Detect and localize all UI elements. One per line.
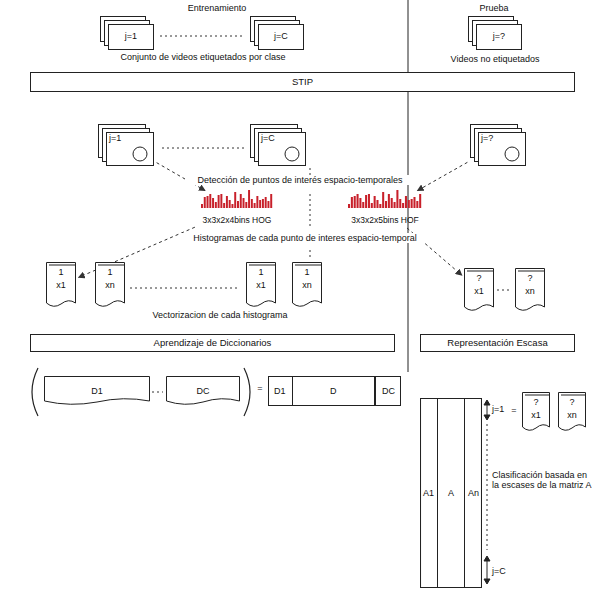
node-text: x1 [56,280,66,290]
node-text: DC [197,386,210,396]
text-label: Videos no etiquetados [435,54,555,64]
node-text: D1 [268,376,292,406]
video-node: j=? [468,16,522,50]
videoc-node: j=C [250,124,306,166]
dashed-connector [418,162,468,190]
node-text: xn [567,410,577,420]
node-text: Aprendizaje de Diccionarios [154,338,272,349]
node-text: j=C [261,133,275,143]
node-text: j=C [274,31,288,41]
histogram-caption: 3x3x2x4bins HOG [203,216,272,226]
node-text: 1 [58,267,63,277]
node-text: ? [476,273,481,283]
text-label: Vectorizacion de cada histograma [130,310,310,320]
band-node: Representación Escasa [420,334,575,352]
node-text: STIP [292,77,313,88]
doc-node: D1 [44,376,150,406]
hist-node: 3x3x2x5bins HOF [343,192,427,226]
matrix-node: A1AAn [420,398,482,588]
node-text: D [292,376,375,406]
node-text: 1 [107,267,112,277]
vec-node: ? xn [515,268,545,312]
videoc-shape [470,124,526,166]
node-text: x1 [256,280,266,290]
videoc-shape [98,124,154,166]
node-text: ? [533,397,538,407]
node-text: j=1 [109,133,121,143]
text-label: Entrenamiento [167,3,267,13]
node-text: DC [375,376,401,406]
text-label: Histogramas de cada punto de interes esp… [180,233,430,243]
band-node: STIP [30,72,575,92]
node-text: xn [302,280,312,290]
band-node: Aprendizaje de Diccionarios [30,334,395,352]
node-text: x1 [531,410,541,420]
vec-node: 1x1 [246,262,276,308]
node-text: x1 [474,286,484,296]
videoc-shape [250,124,306,166]
videoc-node: j=? [470,124,526,166]
video-node: j=1 [100,16,154,50]
doc-node: DC [166,376,240,406]
text-label: Clasificación basada en la escases de la… [492,470,592,491]
text-label: j=C [492,566,514,576]
vec-node: 1x1 [46,262,76,308]
node-text: ? [527,273,532,283]
text-label: Prueba [454,3,534,13]
videoc-node: j=1 [98,124,154,166]
node-text: An [464,398,482,588]
range-arrows [484,400,490,584]
vec-node: ? x1 [522,392,550,432]
parentheses [32,368,250,416]
text-label: = [508,405,520,415]
node-text: j=1 [125,31,137,41]
node-text: 1 [304,267,309,277]
node-text: xn [525,286,535,296]
text-label: = [254,383,266,393]
split-node: D1DDC [268,376,401,406]
text-label: Detección de puntos de interés espacio-t… [185,175,415,185]
node-text: A [438,398,464,588]
divider-line [408,0,409,372]
node-text: j=? [493,31,505,41]
vec-node: 1 xn [292,262,322,308]
hist-node: 3x3x2x4bins HOG [196,192,278,226]
node-text: D1 [91,386,103,396]
vec-node: ? xn [558,392,586,432]
node-text: Representación Escasa [447,338,547,349]
node-text: ? [569,397,574,407]
node-text: j=? [481,133,493,143]
vec-node: ? x1 [464,268,494,312]
vec-node: 1 xn [95,262,125,308]
video-node: j=C [250,16,304,50]
text-label: Conjunto de videos etiquetados por clase [90,52,316,62]
histogram-caption: 3x3x2x5bins HOF [351,216,419,226]
node-text: xn [105,280,115,290]
node-text: A1 [420,398,438,588]
node-text: 1 [258,267,263,277]
